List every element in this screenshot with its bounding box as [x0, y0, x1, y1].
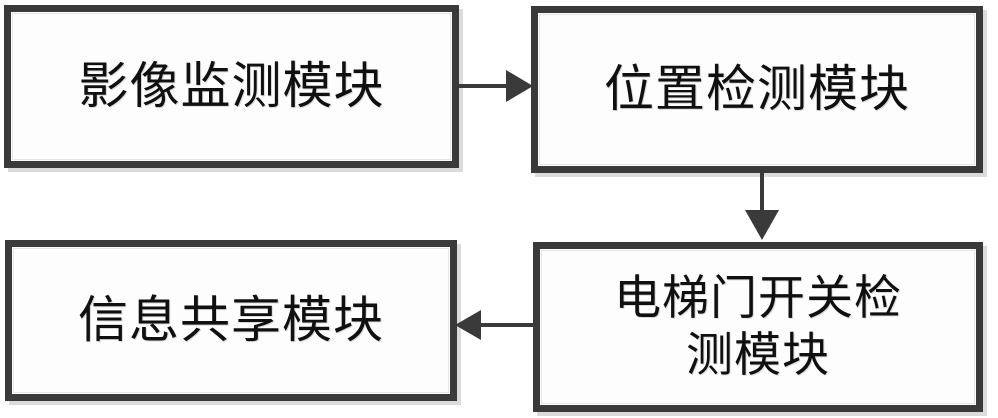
node-label-elevator-door-switch-detection: 电梯门开关检 测模块	[614, 270, 902, 383]
flowchart-node-image-monitoring[interactable]: 影像监测模块	[4, 5, 459, 168]
flowchart-node-info-sharing[interactable]: 信息共享模块	[5, 240, 457, 401]
arrowhead-right-icon	[506, 70, 533, 102]
node-label-position-detection: 位置检测模块	[604, 60, 910, 118]
flowchart-node-elevator-door-switch-detection[interactable]: 电梯门开关检 测模块	[533, 242, 983, 412]
flowchart-node-position-detection[interactable]: 位置检测模块	[531, 6, 983, 173]
connector-line-image-to-position	[458, 84, 520, 88]
node-label-info-sharing: 信息共享模块	[78, 291, 384, 349]
arrowhead-left-icon	[455, 310, 481, 340]
arrowhead-down-icon	[745, 210, 779, 240]
connector-line-position-to-door	[760, 173, 764, 218]
connector-line-door-to-info	[472, 323, 534, 327]
node-label-image-monitoring: 影像监测模块	[78, 57, 385, 115]
